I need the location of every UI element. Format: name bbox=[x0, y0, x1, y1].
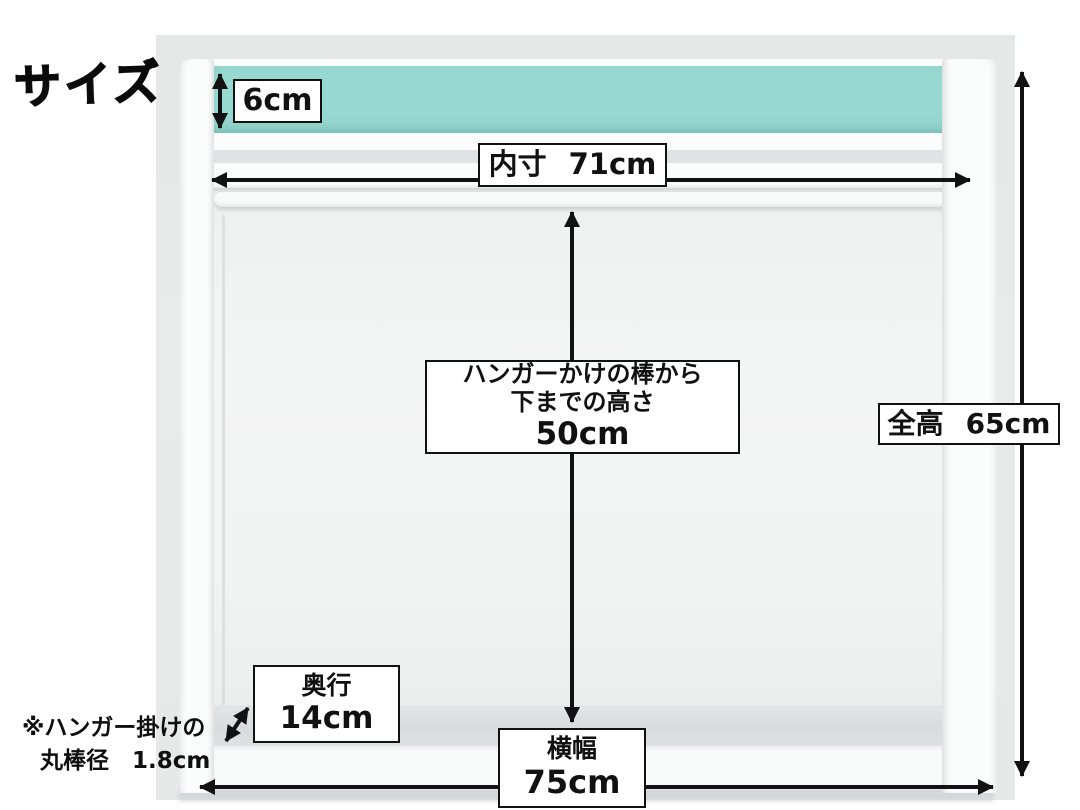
footnote-line1: ※ハンガー掛けの bbox=[22, 715, 206, 741]
rack-teal-shelf bbox=[213, 66, 976, 133]
dimension-name: 奥行 bbox=[301, 670, 352, 700]
dimension-name-line2: 下までの高さ bbox=[510, 387, 655, 416]
footnote: ※ハンガー掛けの 丸棒径 1.8cm bbox=[22, 712, 210, 777]
dimension-label-inner-width: 内寸 71cm bbox=[478, 143, 667, 187]
dimension-value: 14cm bbox=[279, 699, 374, 736]
dimension-label-shelf-height: 6cm bbox=[233, 79, 322, 123]
rack-inner-edge-left bbox=[222, 215, 225, 715]
dimension-name: 横幅 bbox=[546, 734, 597, 764]
dimension-value: 71cm bbox=[568, 147, 657, 182]
dimension-value: 75cm bbox=[523, 762, 621, 801]
dimension-name-line1: ハンガーかけの棒から bbox=[462, 360, 703, 389]
dimension-value: 50cm bbox=[535, 416, 630, 453]
rack-hanger-rod bbox=[214, 192, 970, 207]
footnote-line2: 丸棒径 1.8cm bbox=[40, 747, 211, 774]
dimension-label-rod-to-bottom: ハンガーかけの棒から 下までの高さ 50cm bbox=[425, 360, 740, 454]
dimension-name: 全高 bbox=[887, 406, 944, 440]
rack-left-post bbox=[180, 59, 214, 793]
dimension-name: 内寸 bbox=[488, 147, 547, 182]
dimension-value: 65cm bbox=[965, 406, 1051, 440]
rack-top-edge bbox=[206, 59, 978, 69]
dimension-label-depth: 奥行 14cm bbox=[253, 665, 400, 743]
page-title: サイズ bbox=[13, 55, 165, 117]
dimension-label-total-height: 全高 65cm bbox=[878, 403, 1060, 445]
rack-shelf-front-board bbox=[202, 133, 982, 150]
dimension-value: 6cm bbox=[242, 82, 313, 118]
dimension-label-width: 横幅 75cm bbox=[498, 728, 646, 808]
